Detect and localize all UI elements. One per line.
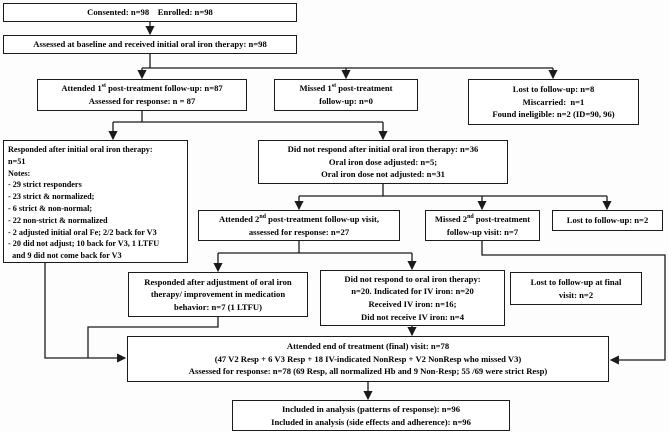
node-text: follow-up: n=0 bbox=[319, 96, 373, 106]
node-text: Did not receive IV iron: n=4 bbox=[360, 311, 464, 322]
node-text: Missed 2nd post-treatment bbox=[434, 213, 531, 224]
node-text: Oral iron dose not adjusted: n=31 bbox=[321, 169, 445, 180]
node-text: and 9 did not come back for V3 bbox=[8, 251, 122, 261]
node-text: Assessed for response: n = 87 bbox=[88, 96, 196, 106]
node-text: assessed for response: n=27 bbox=[248, 226, 350, 237]
node-text: Lost to follow-up: n=8 bbox=[512, 84, 595, 95]
node-consented-enrolled: Consented: n=98 Enrolled: n=98 bbox=[3, 3, 297, 22]
node-attended-end-of-treatment: Attended end of treatment (final) visit:… bbox=[127, 336, 609, 382]
node-text: visit: n=2 bbox=[558, 289, 594, 300]
node-lost-to-followup-2: Lost to follow-up: n=2 bbox=[552, 210, 663, 231]
node-baseline-assessed: Assessed at baseline and received initia… bbox=[3, 35, 297, 54]
node-text: Oral iron dose adjusted: n=5; bbox=[328, 156, 438, 167]
node-text: Included in analysis (patterns of respon… bbox=[281, 403, 461, 414]
node-text: Lost to follow-up at final bbox=[530, 276, 622, 287]
node-text: Attended 1st post-treatment follow-up: n… bbox=[61, 83, 223, 94]
node-responded-after-adjustment: Responded after adjustment of oral iron … bbox=[128, 272, 308, 317]
node-text: Notes: bbox=[8, 168, 31, 178]
node-text: - 20 did not adjust; 10 back for V3, 1 L… bbox=[8, 239, 160, 249]
node-text: Lost to follow-up: n=2 bbox=[566, 215, 649, 226]
node-text: Assessed for response: n=78 (69 Resp, al… bbox=[188, 366, 548, 377]
node-text: follow-up visit: n=7 bbox=[446, 226, 519, 237]
node-text: - 29 strict responders bbox=[8, 180, 82, 190]
node-lost-to-followup-8: Lost to follow-up: n=8 Miscarried: n=1 F… bbox=[468, 79, 639, 125]
node-attended-first-followup: Attended 1st post-treatment follow-up: n… bbox=[37, 79, 247, 111]
node-did-not-respond-oral-iron: Did not respond to oral iron therapy: n=… bbox=[320, 270, 505, 326]
node-attended-second-followup: Attended 2nd post-treatment follow-up vi… bbox=[198, 210, 400, 241]
node-text: Assessed at baseline and received initia… bbox=[33, 39, 267, 50]
node-responded-initial-therapy: Responded after initial oral iron therap… bbox=[3, 140, 188, 263]
node-text: Did not respond after initial oral iron … bbox=[287, 144, 479, 155]
node-did-not-respond-initial: Did not respond after initial oral iron … bbox=[258, 140, 508, 184]
node-text: Miscarried: n=1 bbox=[522, 96, 585, 107]
node-text: Included in analysis (side effects and a… bbox=[271, 416, 471, 427]
node-text: n=20. Indicated for IV iron: n=20 bbox=[351, 286, 474, 297]
node-text: - 23 strict & normalized; bbox=[8, 192, 95, 202]
node-text: Responded after initial oral iron therap… bbox=[8, 145, 153, 154]
node-text: Received IV iron: n=16; bbox=[368, 299, 457, 309]
node-text: Responded after adjustment of oral iron bbox=[144, 276, 292, 287]
node-text: - 6 strict & non-normal; bbox=[8, 203, 93, 213]
node-missed-second-followup: Missed 2nd post-treatment follow-up visi… bbox=[425, 210, 540, 241]
node-included-in-analysis: Included in analysis (patterns of respon… bbox=[232, 400, 510, 431]
node-text: Did not respond to oral iron therapy: bbox=[344, 273, 481, 284]
node-text: Attended 2nd post-treatment follow-up vi… bbox=[218, 213, 379, 224]
node-text: Attended end of treatment (final) visit:… bbox=[286, 341, 450, 352]
node-missed-first-followup: Missed 1st post-treatment follow-up: n=0 bbox=[274, 79, 418, 111]
node-text: - 22 non-strict & normalized bbox=[8, 215, 108, 225]
node-text: Consented: n=98 Enrolled: n=98 bbox=[87, 7, 213, 18]
node-text: (47 V2 Resp + 6 V3 Resp + 18 IV-indicate… bbox=[214, 353, 522, 364]
node-text: - 2 adjusted initial oral Fe; 2/2 back f… bbox=[8, 227, 157, 237]
node-text: behavior: n=7 (1 LTFU) bbox=[174, 301, 262, 312]
node-text: therapy/ improvement in medication bbox=[150, 289, 286, 300]
node-lost-at-final-visit: Lost to follow-up at final visit: n=2 bbox=[510, 272, 642, 305]
node-text: Found ineligible: n=2 (ID=90, 96) bbox=[492, 109, 615, 120]
node-text: Missed 1st post-treatment bbox=[299, 83, 393, 94]
node-text: n=51 bbox=[8, 156, 26, 166]
